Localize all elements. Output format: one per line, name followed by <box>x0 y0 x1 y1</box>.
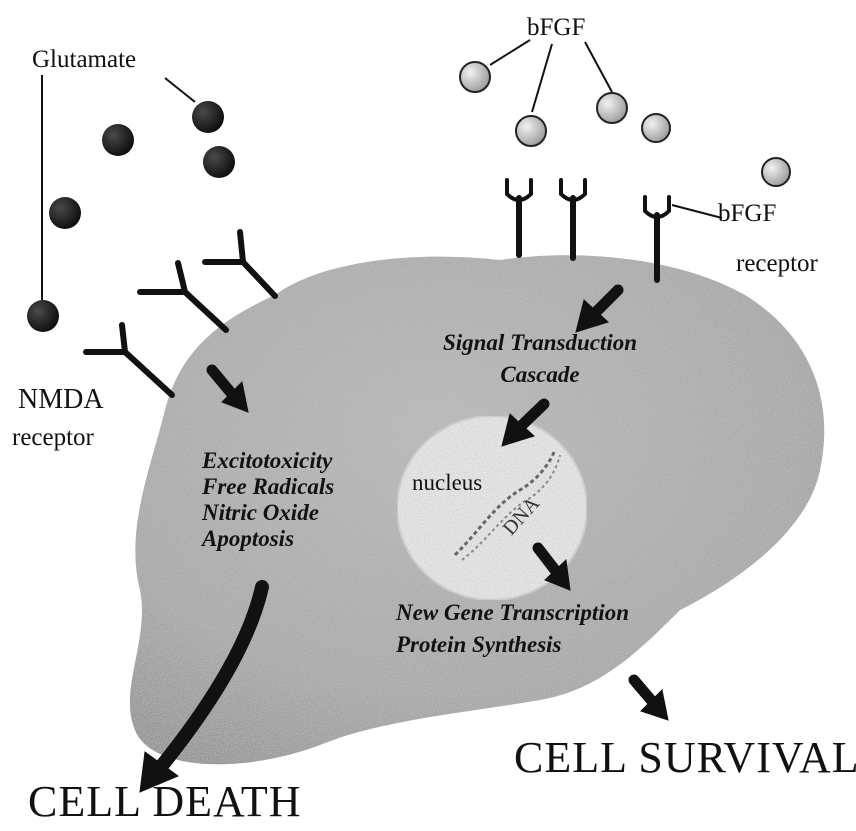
bfgf-receptor-icon <box>507 180 531 255</box>
cascade-label: Cascade <box>430 362 650 388</box>
bfgf-receptor-label-line2: receptor <box>736 250 818 278</box>
toxicity-item-excitotoxicity: Excitotoxicity <box>202 448 334 474</box>
bfgf-molecule-icon <box>460 62 490 92</box>
bfgf-pointer-line-2 <box>585 42 612 92</box>
bfgf-label: bFGF <box>527 14 585 42</box>
signal-transduction-label: Signal Transduction <box>430 330 650 356</box>
nmda-receptor-icon <box>205 232 275 296</box>
toxicity-item-free-radicals: Free Radicals <box>202 474 334 500</box>
nmda-label-line1: NMDA <box>18 384 104 416</box>
cell-survival-label: CELL SURVIVAL <box>514 732 856 783</box>
glutamate-pointer-line-2 <box>165 78 195 102</box>
glutamate-label: Glutamate <box>32 46 136 74</box>
glutamate-molecule-icon <box>192 101 224 133</box>
toxicity-item-apoptosis: Apoptosis <box>202 526 334 552</box>
toxicity-list: Excitotoxicity Free Radicals Nitric Oxid… <box>202 448 334 552</box>
bfgf-molecule-icon <box>642 114 670 142</box>
cell-death-label: CELL DEATH <box>28 776 302 827</box>
glutamate-molecule-icon <box>27 300 59 332</box>
glutamate-molecule-icon <box>49 197 81 229</box>
bfgf-pointer-line-3 <box>532 44 552 112</box>
arrow-icon <box>634 680 668 720</box>
glutamate-molecule-icon <box>203 146 235 178</box>
nucleus-label: nucleus <box>412 470 482 496</box>
nmda-label-line2: receptor <box>12 424 94 452</box>
bfgf-receptor-label-line1: bFGF <box>718 200 776 228</box>
bfgf-receptor-pointer <box>672 205 722 218</box>
nmda-receptor-icon <box>140 263 226 330</box>
bfgf-molecule-icon <box>597 93 627 123</box>
bfgf-molecule-icon <box>762 158 790 186</box>
bfgf-molecule-icon <box>516 116 546 146</box>
bfgf-receptor-icon <box>561 180 585 258</box>
bfgf-pointer-line <box>490 40 530 65</box>
toxicity-item-nitric-oxide: Nitric Oxide <box>202 500 334 526</box>
glutamate-molecule-icon <box>102 124 134 156</box>
gene-transcription-label: New Gene Transcription <box>396 600 629 626</box>
protein-synthesis-label: Protein Synthesis <box>396 632 562 658</box>
